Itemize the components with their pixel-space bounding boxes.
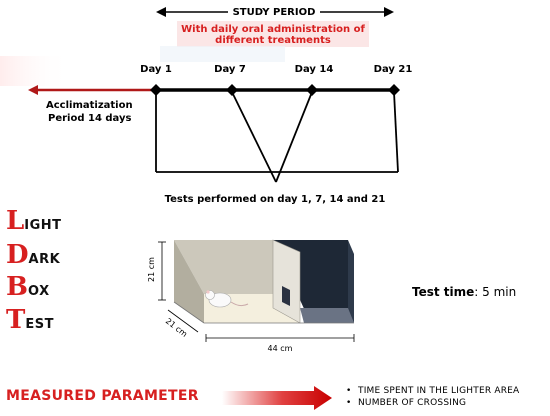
treatment-note-bg [177,21,369,47]
day-label-21: Day 21 [374,64,413,75]
ldbt-box: BOX [6,272,50,302]
ldbt-test: TEST [6,305,54,335]
measured-parameter-label: MEASURED PARAMETER [6,388,199,404]
ldbt-light: LIGHT [6,206,62,236]
day-label-1: Day 1 [140,64,172,75]
day-21-marker [388,84,400,96]
day-1-marker [150,84,162,96]
day-7-marker [226,84,238,96]
test-time: Test time: 5 min [412,285,516,299]
dark-compartment-floor [300,308,354,323]
treatment-note-line2: different treatments [215,35,331,46]
test-time-value: : 5 min [474,285,517,299]
ldbt-letter-l: L [6,206,25,236]
light-compartment-back-wall [174,240,273,294]
ldbt-rest-dark: ARK [28,252,61,267]
depth-dimension-line [167,309,199,333]
ldbt-rest-box: OX [27,284,50,299]
faded-left-overlay [0,56,70,86]
measured-parameter-list: •TIME SPENT IN THE LIGHTER AREA •NUMBER … [346,385,519,409]
test-time-label: Test time [412,285,475,299]
dark-compartment-right-wall [348,240,354,323]
acclimatization-line2: Period 14 days [48,113,131,124]
day-label-7: Day 7 [214,64,246,75]
divider-doorway [282,286,290,306]
ldbt-rest-light: IGHT [24,218,62,233]
divider-wall [272,239,301,324]
faded-overlay [160,46,285,62]
test-connector-lines [155,91,399,183]
depth-dimension-label: 21 cm [164,316,189,339]
tests-note: Tests performed on day 1, 7, 14 and 21 [165,194,386,205]
treatment-note-line1: With daily oral administration of [181,24,365,35]
acclimatization-line1: Acclimatization [46,100,133,111]
timeline-diagram: STUDY PERIOD With daily oral administrat… [0,3,413,205]
light-compartment-left-wall [174,240,204,323]
light-dark-box-illustration: 21 cm 21 cm 44 cm [147,239,355,353]
study-period-label-bg [228,3,320,19]
measured-parameter-item: •NUMBER OF CROSSING [346,398,467,408]
day-14-marker [306,84,318,96]
day-label-14: Day 14 [295,64,334,75]
height-dimension-label: 21 cm [147,257,156,282]
ldbt-rest-test: EST [25,317,54,332]
ldbt-letter-d: D [6,240,29,270]
study-period-label: STUDY PERIOD [233,7,316,18]
measured-parameter-item: •TIME SPENT IN THE LIGHTER AREA [346,386,520,396]
width-dimension-label: 44 cm [268,344,293,353]
ldbt-letter-b: B [6,272,28,302]
ldbt-letter-t: T [6,305,26,335]
mouse-icon [205,290,249,308]
acclimatization-arrow [28,85,156,95]
measured-parameter-arrow [222,386,332,410]
ldbt-dark: DARK [6,240,60,270]
